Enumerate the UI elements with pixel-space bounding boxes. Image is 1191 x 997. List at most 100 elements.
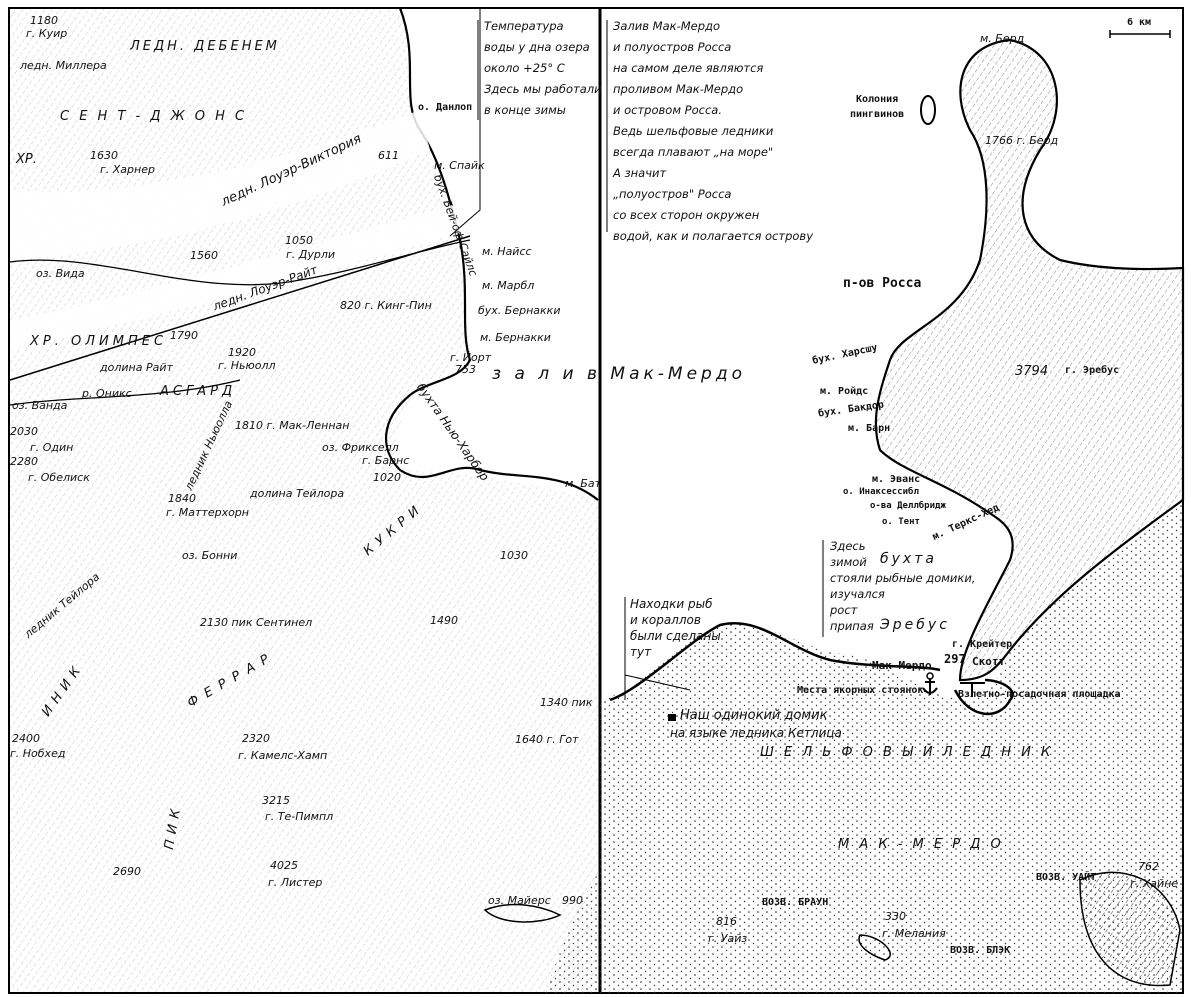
note-line: стояли рыбные домики, xyxy=(830,571,976,585)
bay-label: бух. Бернакки xyxy=(478,304,561,317)
peak-label: г. Куир xyxy=(26,27,68,40)
note-line: всегда плавают „на море" xyxy=(613,145,774,159)
elevation-label: 2690 xyxy=(113,865,141,878)
note-line: Залив Мак-Мердо xyxy=(613,19,721,33)
elevation-label: 816 xyxy=(716,915,737,928)
note-line: А значит xyxy=(613,166,667,180)
peak-label: г. Харнер xyxy=(100,163,155,176)
rise-label: ВОЗВ. БЛЭК xyxy=(950,945,1011,956)
island-label: о-ва Деллбридж xyxy=(870,501,946,511)
peak-label: г. Дурли xyxy=(286,248,336,261)
peak-label: 820 г. Кинг-Пин xyxy=(340,299,432,312)
airstrip-label: Взлетно-посадочная площадка xyxy=(958,689,1121,700)
note-line: рост xyxy=(830,603,858,617)
peak-label: г. Мелания xyxy=(882,927,946,940)
note-strait: Залив Мак-Мердо и полуостров Росса на са… xyxy=(613,16,813,247)
base-label-scott: Скотт xyxy=(972,655,1006,668)
elevation-label: 1790 xyxy=(170,329,198,342)
hut-icon xyxy=(668,714,676,721)
airstrip-icon xyxy=(960,682,985,697)
note-line: Ведь шельфовые ледники xyxy=(613,124,774,138)
note-line: Здесь мы работали xyxy=(484,82,602,96)
peak-label: г. Нобхед xyxy=(10,747,66,760)
peak-label: 1640 г. Гот xyxy=(515,733,579,746)
cape-label: м. Бернакки xyxy=(480,331,551,344)
peak-label: 1810 г. Мак-Леннан xyxy=(235,419,350,432)
range-label: ХР. ОЛИМПЕС xyxy=(30,334,168,349)
note-line: тут xyxy=(630,645,652,659)
elevation-label: 1050 xyxy=(285,234,313,247)
island-label: о. Данлоп xyxy=(418,102,473,113)
lake-label: оз. Бонни xyxy=(182,549,238,562)
range-label: ХР. xyxy=(16,152,37,167)
lake-label: оз. Ванда xyxy=(12,399,68,412)
note-line: припая xyxy=(830,619,874,633)
peak-label: г. Те-Пимпл xyxy=(265,810,334,823)
note-line: проливом Мак-Мердо xyxy=(613,82,744,96)
colony-label: Колония xyxy=(856,94,899,105)
river-label: р. Оникс xyxy=(82,387,132,400)
note-line: на самом деле являются xyxy=(613,61,764,75)
elevation-label: 753 xyxy=(455,363,476,376)
note-line: Температура xyxy=(484,19,564,33)
note-fish-houses: Здесь зимой стояли рыбные домики, изучал… xyxy=(830,538,975,634)
peak-label: г. Один xyxy=(30,441,74,454)
note-finds: Находки рыб и кораллов были сделаны тут xyxy=(630,596,721,660)
elevation-label: 3215 xyxy=(262,794,290,807)
glacier-label: ЛЕДН. ДЕБЕНЕМ xyxy=(130,39,280,54)
valley-label: долина Райт xyxy=(100,361,173,374)
elevation-label: 611 xyxy=(378,149,399,162)
elevation-label: 4025 xyxy=(270,859,298,872)
valley-label: долина Тейлора xyxy=(250,487,345,500)
peak-label: г. Маттерхорн xyxy=(166,506,249,519)
peak-label: г. Хайне xyxy=(1130,877,1179,890)
peak-label: г. Уайз xyxy=(708,932,748,945)
ice-shelf-label: М А К - М Е Р Д О xyxy=(838,837,1004,852)
note-line: в конце зимы xyxy=(484,103,566,117)
elevation-label: 1490 xyxy=(430,614,458,627)
note-line: и островом Росса. xyxy=(613,103,722,117)
peak-label: г. Йорт xyxy=(450,351,492,364)
peak-label: 1340 пик xyxy=(540,696,593,709)
note-line: воды у дна озера xyxy=(484,40,590,54)
elevation-label: 330 xyxy=(885,910,906,923)
island-label: о. Тент xyxy=(882,517,920,527)
elevation-label: 1020 xyxy=(373,471,401,484)
glacier-label: ледн. Миллера xyxy=(20,59,107,72)
peak-label: г. Крейтер xyxy=(952,639,1013,650)
cape-label: м. Берд xyxy=(980,32,1025,45)
anchorage-label: Места якорных стоянок xyxy=(797,685,924,696)
cape-label: м. Спайк xyxy=(434,159,485,172)
peak-label: г. Листер xyxy=(268,876,323,889)
peak-label: 2130 пик Сентинел xyxy=(200,616,313,629)
note-line: Находки рыб xyxy=(630,597,713,611)
elevation-label: 1030 xyxy=(500,549,528,562)
scale-label: 6 км xyxy=(1127,17,1152,28)
scale-bar xyxy=(1109,30,1171,38)
hut-label: Наш одинокий домик xyxy=(680,708,828,723)
rise-label: ВОЗВ. УАЙТ xyxy=(1036,872,1097,883)
bay-label: бухта xyxy=(880,551,937,567)
elevation-label: 1560 xyxy=(190,249,218,262)
note-line: изучался xyxy=(830,587,885,601)
peak-label: г. Ньюолл xyxy=(218,359,276,372)
peak-label: 1766 г. Берд xyxy=(985,134,1059,147)
anchor-icon xyxy=(922,672,938,695)
note-lake-temperature: Температура воды у дна озера около +25° … xyxy=(484,16,602,121)
cape-label: м. Марбл xyxy=(482,279,535,292)
ross-island xyxy=(874,38,1185,682)
note-line: около +25° С xyxy=(484,61,565,75)
elevation-label: 1180 xyxy=(30,14,58,27)
note-line: были сделаны xyxy=(630,629,721,643)
elevation-label: 2400 xyxy=(12,732,40,745)
peak-label: г. Обелиск xyxy=(28,471,90,484)
ice-shelf-label: Ш Е Л Ь Ф О В Ы Й Л Е Д Н И К xyxy=(760,745,1054,760)
elevation-label: 762 xyxy=(1138,860,1159,873)
cape-label: м. Найсс xyxy=(482,245,532,258)
lake-label: оз. Вида xyxy=(36,267,85,280)
peak-label: г. Эребус xyxy=(1065,365,1120,376)
elevation-label: 3794 xyxy=(1015,364,1049,379)
elevation-label: 1920 xyxy=(228,346,256,359)
cape-label: м. Эванс xyxy=(872,474,921,485)
